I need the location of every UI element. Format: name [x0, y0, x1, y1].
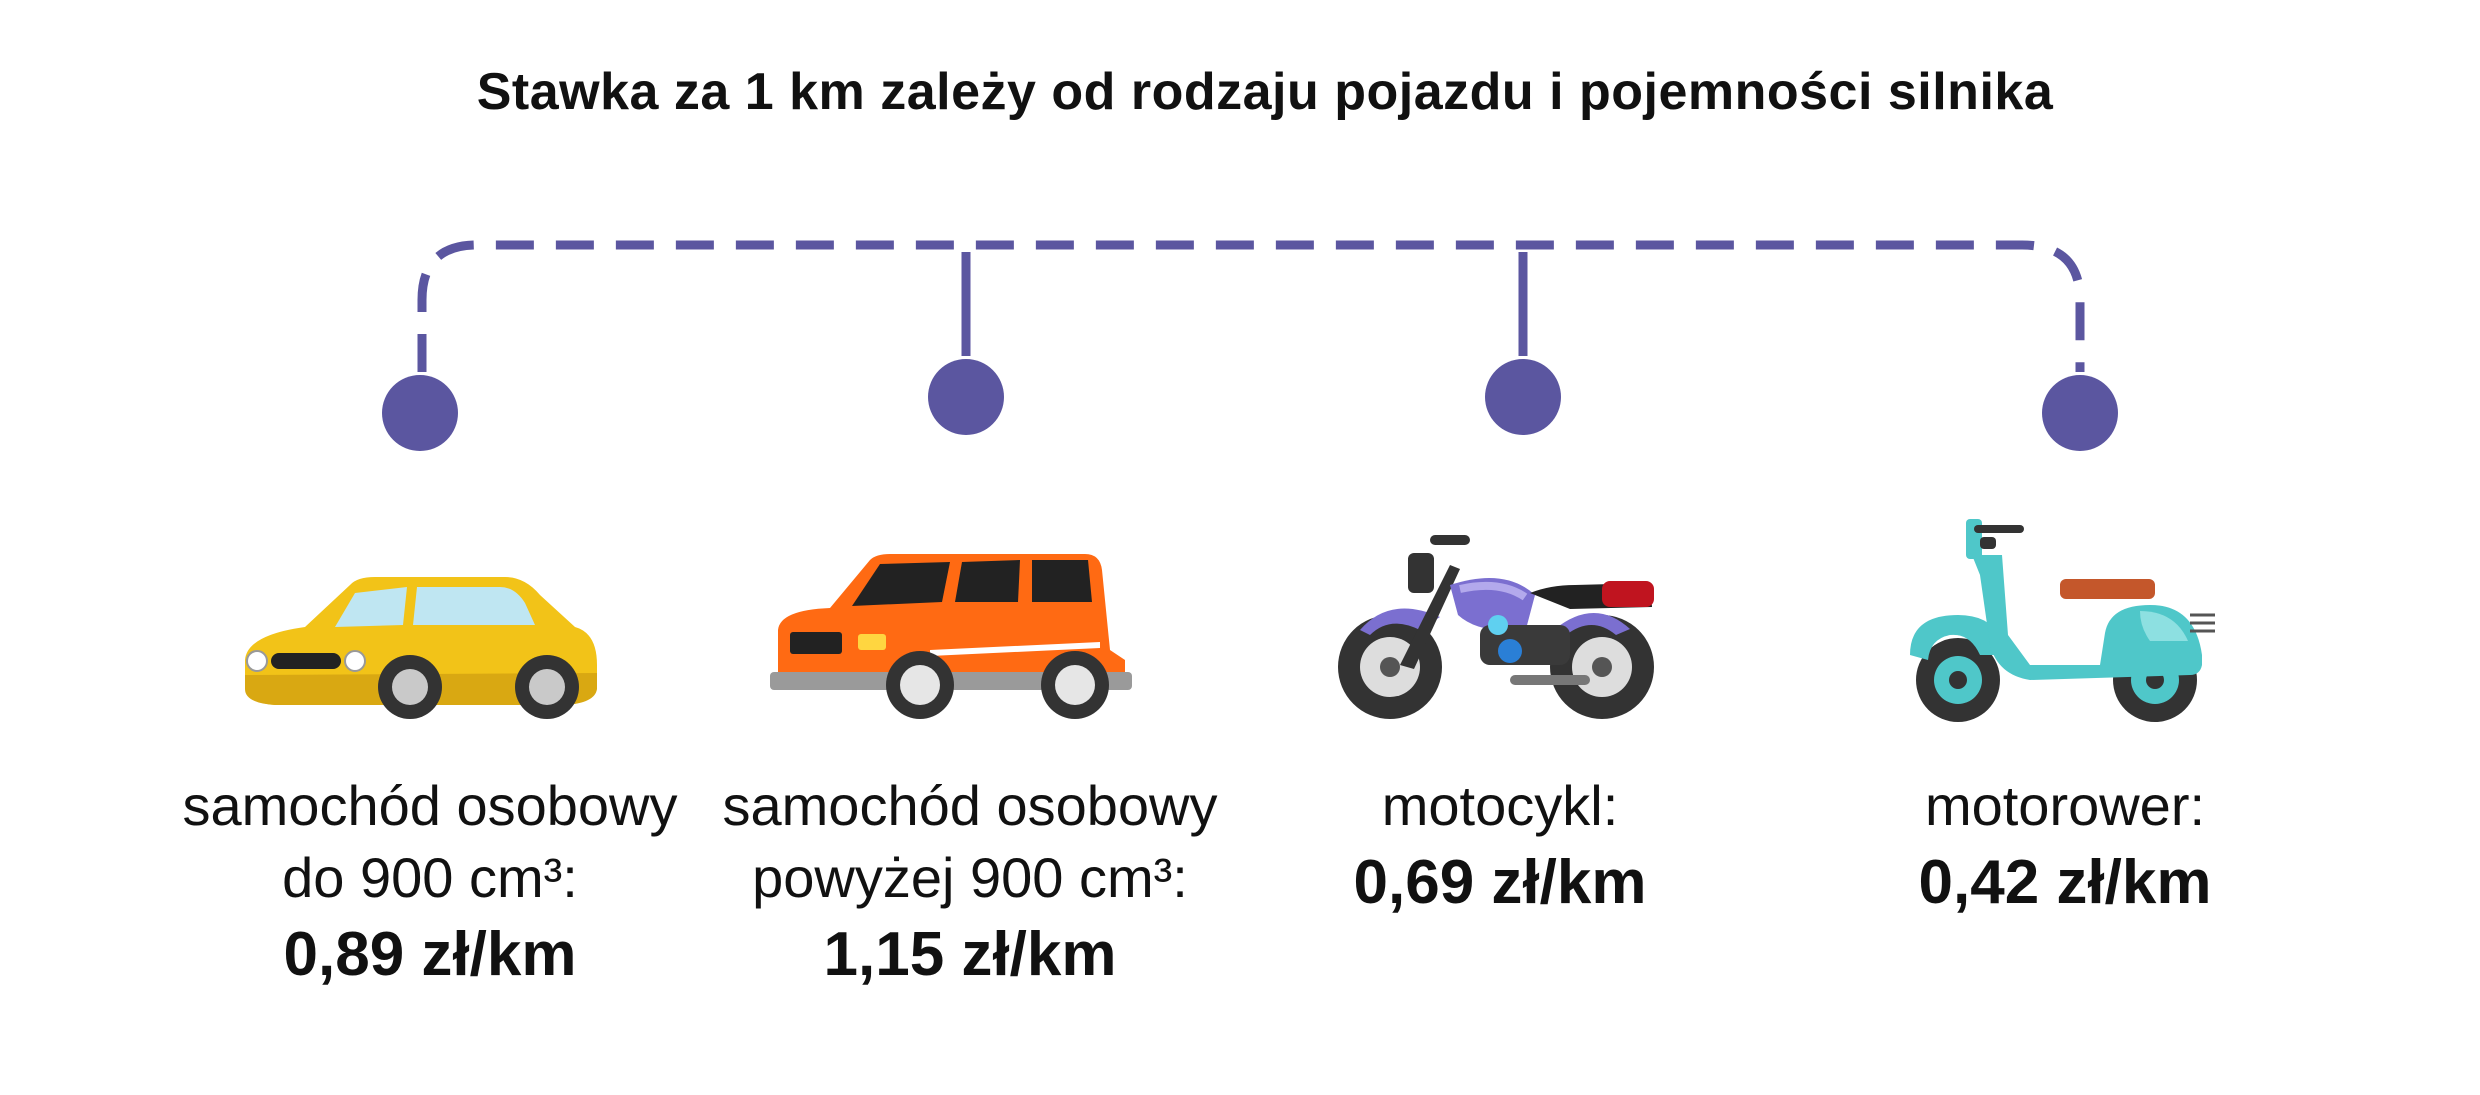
label-car-large-line2: powyżej 900 cm³: — [752, 846, 1188, 909]
node-dot-4 — [2042, 375, 2118, 451]
label-motorcycle-line1: motocykl: — [1381, 774, 1619, 837]
label-car-large-line1: samochód osobowy — [722, 774, 1218, 837]
suv-icon — [770, 554, 1132, 719]
dashed-connector — [382, 240, 2118, 451]
label-car-small-line1: samochód osobowy — [182, 774, 678, 837]
node-dot-3 — [1485, 359, 1561, 435]
price-car-large: 1,15 zł/km — [823, 920, 1117, 989]
price-scooter: 0,42 zł/km — [1918, 848, 2212, 917]
node-dot-2 — [928, 359, 1004, 435]
label-car-small: samochód osobowy do 900 cm³: 0,89 zł/km — [80, 770, 780, 996]
label-car-large: samochód osobowy powyżej 900 cm³: 1,15 z… — [620, 770, 1320, 996]
scooter-icon — [1910, 519, 2215, 722]
label-scooter: motorower: 0,42 zł/km — [1715, 770, 2415, 924]
label-motorcycle: motocykl: 0,69 zł/km — [1150, 770, 1850, 924]
label-scooter-line1: motorower: — [1924, 774, 2206, 837]
car-small-icon — [245, 577, 597, 719]
motorcycle-icon — [1338, 535, 1654, 719]
node-dot-1 — [382, 375, 458, 451]
price-car-small: 0,89 zł/km — [283, 920, 577, 989]
page-title: Stawka za 1 km zależy od rodzaju pojazdu… — [476, 63, 2054, 121]
label-car-small-line2: do 900 cm³: — [282, 846, 578, 909]
price-motorcycle: 0,69 zł/km — [1353, 848, 1647, 917]
